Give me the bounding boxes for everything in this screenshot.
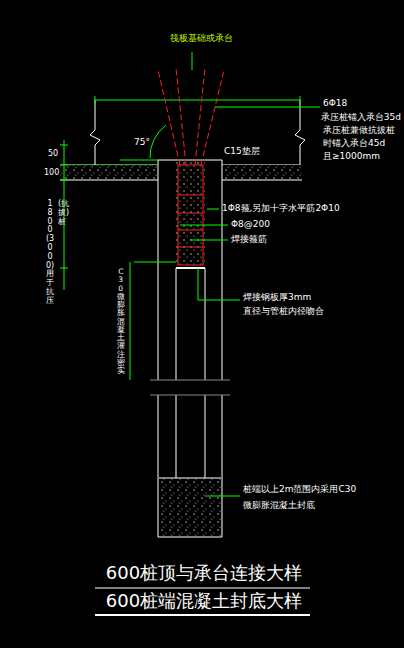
pile-cap <box>60 52 305 165</box>
annotation-label: 筏板基础或承台 <box>170 33 233 44</box>
c15-cushion <box>222 165 302 180</box>
annotation-label: 直径与管桩内径吻合 <box>243 306 324 317</box>
annotation-label: 50 <box>48 149 58 159</box>
annotation-label: 焊接钢板厚3mm <box>243 292 311 303</box>
drawing-title: 600桩端混凝土封底大样 <box>106 590 302 612</box>
pipe-pile <box>150 160 230 537</box>
c15-cushion <box>60 165 158 180</box>
annotation-label: 100 <box>44 168 59 178</box>
bottom-plug <box>159 478 221 536</box>
drawing-title: 600桩顶与承台连接大样 <box>106 562 302 584</box>
annotation-label: 承压桩锚入承台35d <box>321 112 401 123</box>
annotation-label: 微膨胀混凝土封底 <box>243 500 315 511</box>
core-concrete <box>176 162 205 267</box>
annotation-label: 1Φ8箍,另加十字水平筋2Φ10 <box>222 203 340 214</box>
dimension-lines <box>60 140 158 380</box>
rebar-cage <box>158 68 224 265</box>
annotation-label: C30微膨胀混凝土灌注密实 <box>117 268 125 375</box>
annotation-label: C15垫层 <box>224 146 260 157</box>
annotation-label: 且≥1000mm <box>323 151 380 162</box>
annotation-label: Φ8@200 <box>231 219 270 230</box>
annotation-label: 时锚入承台45d <box>323 138 385 149</box>
annotation-label: 75° <box>134 137 150 148</box>
annotation-label: 1800(3000)用于抗压 <box>46 200 54 306</box>
annotation-label: 承压桩兼做抗拔桩 <box>323 125 395 136</box>
annotation-label: 焊接箍筋 <box>231 234 267 245</box>
annotation-label: 6Φ18 <box>323 98 347 109</box>
leader-lines <box>134 107 320 496</box>
annotation-label: 桩端以上2m范围内采用C30 <box>243 484 356 495</box>
annotation-label: (抗拔)桩 <box>58 200 66 226</box>
